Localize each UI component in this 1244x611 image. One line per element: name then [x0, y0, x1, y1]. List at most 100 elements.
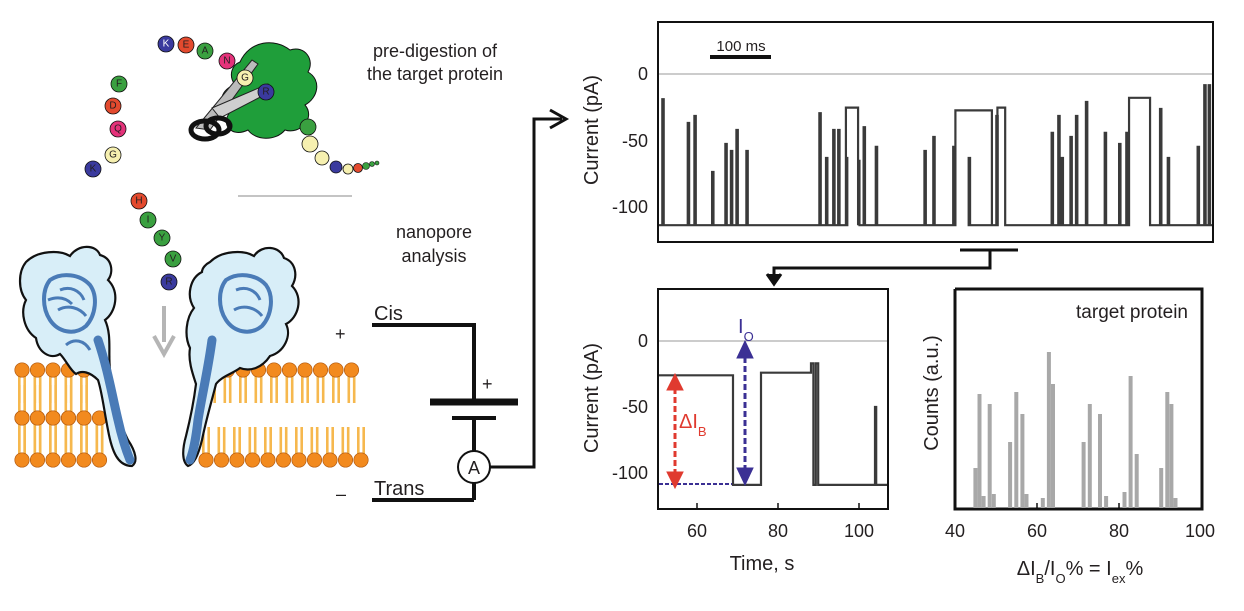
histogram-bar — [1008, 442, 1013, 508]
y-tick-label: 0 — [638, 64, 648, 84]
residue-label: K — [90, 164, 97, 175]
histogram-bars — [973, 352, 1178, 508]
plot-frame — [953, 287, 1204, 511]
full-trace-line — [659, 84, 1212, 227]
x-axis-label: ΔIB/IO% = Iex% — [1017, 558, 1144, 586]
open-pore-label: IO — [738, 316, 754, 344]
lipid-tail — [352, 375, 356, 403]
lipid-head — [29, 452, 46, 468]
residue-bead — [84, 160, 102, 178]
lipid-head — [353, 452, 369, 468]
histogram-bar — [1098, 414, 1102, 508]
nanopore-right-half — [182, 246, 300, 468]
histogram-bar — [1169, 404, 1174, 508]
cis-label: Cis — [374, 303, 403, 325]
residue-label: E — [183, 40, 190, 51]
residue-label: Y — [159, 233, 166, 244]
battery-plus-sign: + — [482, 374, 493, 394]
histogram-bar — [1104, 496, 1109, 508]
lipid-tail — [254, 375, 258, 403]
lipid-tail — [284, 427, 288, 455]
histogram-bar — [1128, 376, 1133, 508]
lipid-tail — [300, 427, 303, 455]
lipid-tail — [316, 375, 320, 403]
histogram-title: target protein — [1076, 302, 1188, 323]
y-tick-label: 0 — [638, 331, 648, 351]
lipid-head — [312, 362, 329, 378]
lipid-tail — [331, 427, 334, 455]
histogram-bar — [1173, 498, 1178, 508]
y-axis-label: Current (pA) — [581, 75, 603, 185]
lipid-head — [337, 452, 354, 468]
lipid-tail — [69, 385, 73, 413]
residue-label: K — [163, 39, 170, 50]
lipid-tail — [233, 427, 236, 455]
lipid-head — [343, 362, 360, 378]
plot-frame — [657, 21, 1214, 243]
lipid-tail — [54, 423, 57, 451]
histogram-bar — [1165, 392, 1170, 508]
lipid-tail — [49, 385, 52, 413]
y-tick-label: -50 — [622, 397, 648, 417]
residue-bead — [196, 42, 214, 60]
lipid-tail — [38, 423, 42, 451]
residue-bead — [153, 229, 171, 247]
lipid-tail — [279, 427, 283, 455]
lipid-tail — [18, 385, 21, 413]
lipid-tail — [253, 427, 257, 455]
histogram-bar — [1046, 352, 1051, 508]
lipid-head — [45, 362, 61, 378]
lipid-head — [14, 410, 30, 426]
x-tick-label: 60 — [1027, 521, 1047, 541]
lipid-head — [29, 410, 46, 426]
histogram-bar — [991, 494, 996, 508]
lipid-head — [14, 362, 30, 378]
lipid-tail — [362, 427, 365, 455]
zoomed-trace-panel: IO ΔIB 0 -50 -100 60 80 100 Time, s Curr… — [581, 288, 889, 575]
lipid-tail — [295, 427, 298, 455]
residue-bead — [236, 69, 254, 87]
histogram-bar — [1122, 492, 1127, 508]
lipid-tail — [326, 427, 329, 455]
lipid-tail — [290, 375, 294, 403]
x-axis-label: Time, s — [730, 553, 795, 575]
histogram-bar — [1159, 468, 1164, 508]
nanopore-label: nanopore — [396, 222, 472, 242]
lipid-tail — [33, 423, 37, 451]
lipid-head — [260, 452, 276, 468]
lipid-head — [328, 362, 344, 378]
delta-label: ΔIB — [679, 411, 707, 439]
lipid-tail — [223, 375, 227, 403]
lipid-head — [281, 362, 298, 378]
delta-current-arrow — [666, 372, 684, 490]
zoom-connector — [765, 248, 1018, 287]
y-axis-label: Current (pA) — [581, 343, 603, 453]
lipid-tail — [285, 375, 289, 403]
trans-minus-sign: – — [336, 484, 346, 504]
lipid-head — [198, 452, 214, 468]
residue-label: R — [165, 277, 172, 288]
plot-frame — [657, 288, 889, 510]
y-tick-label: -100 — [612, 197, 648, 217]
lipid-tail — [85, 423, 88, 451]
x-ticks — [696, 503, 860, 509]
lipid-tail — [85, 385, 88, 413]
histogram-bar — [1134, 454, 1139, 508]
lipid-tail — [347, 375, 351, 403]
histogram-bar — [1024, 494, 1029, 508]
residue-label: G — [241, 73, 249, 84]
y-tick-label: -50 — [622, 131, 648, 151]
residue-label: V — [170, 254, 177, 265]
lipid-head — [266, 362, 282, 378]
lipid-tail — [357, 427, 360, 455]
residue-label: D — [109, 101, 116, 112]
lipid-tail — [269, 427, 272, 455]
lipid-tail — [321, 375, 325, 403]
residue-bead — [160, 273, 178, 291]
lipid-tail — [238, 427, 241, 455]
lipid-head — [45, 410, 61, 426]
schematic: K E A N G R F — [14, 35, 570, 504]
residue-label: H — [135, 196, 142, 207]
histogram-bar — [1040, 498, 1045, 508]
